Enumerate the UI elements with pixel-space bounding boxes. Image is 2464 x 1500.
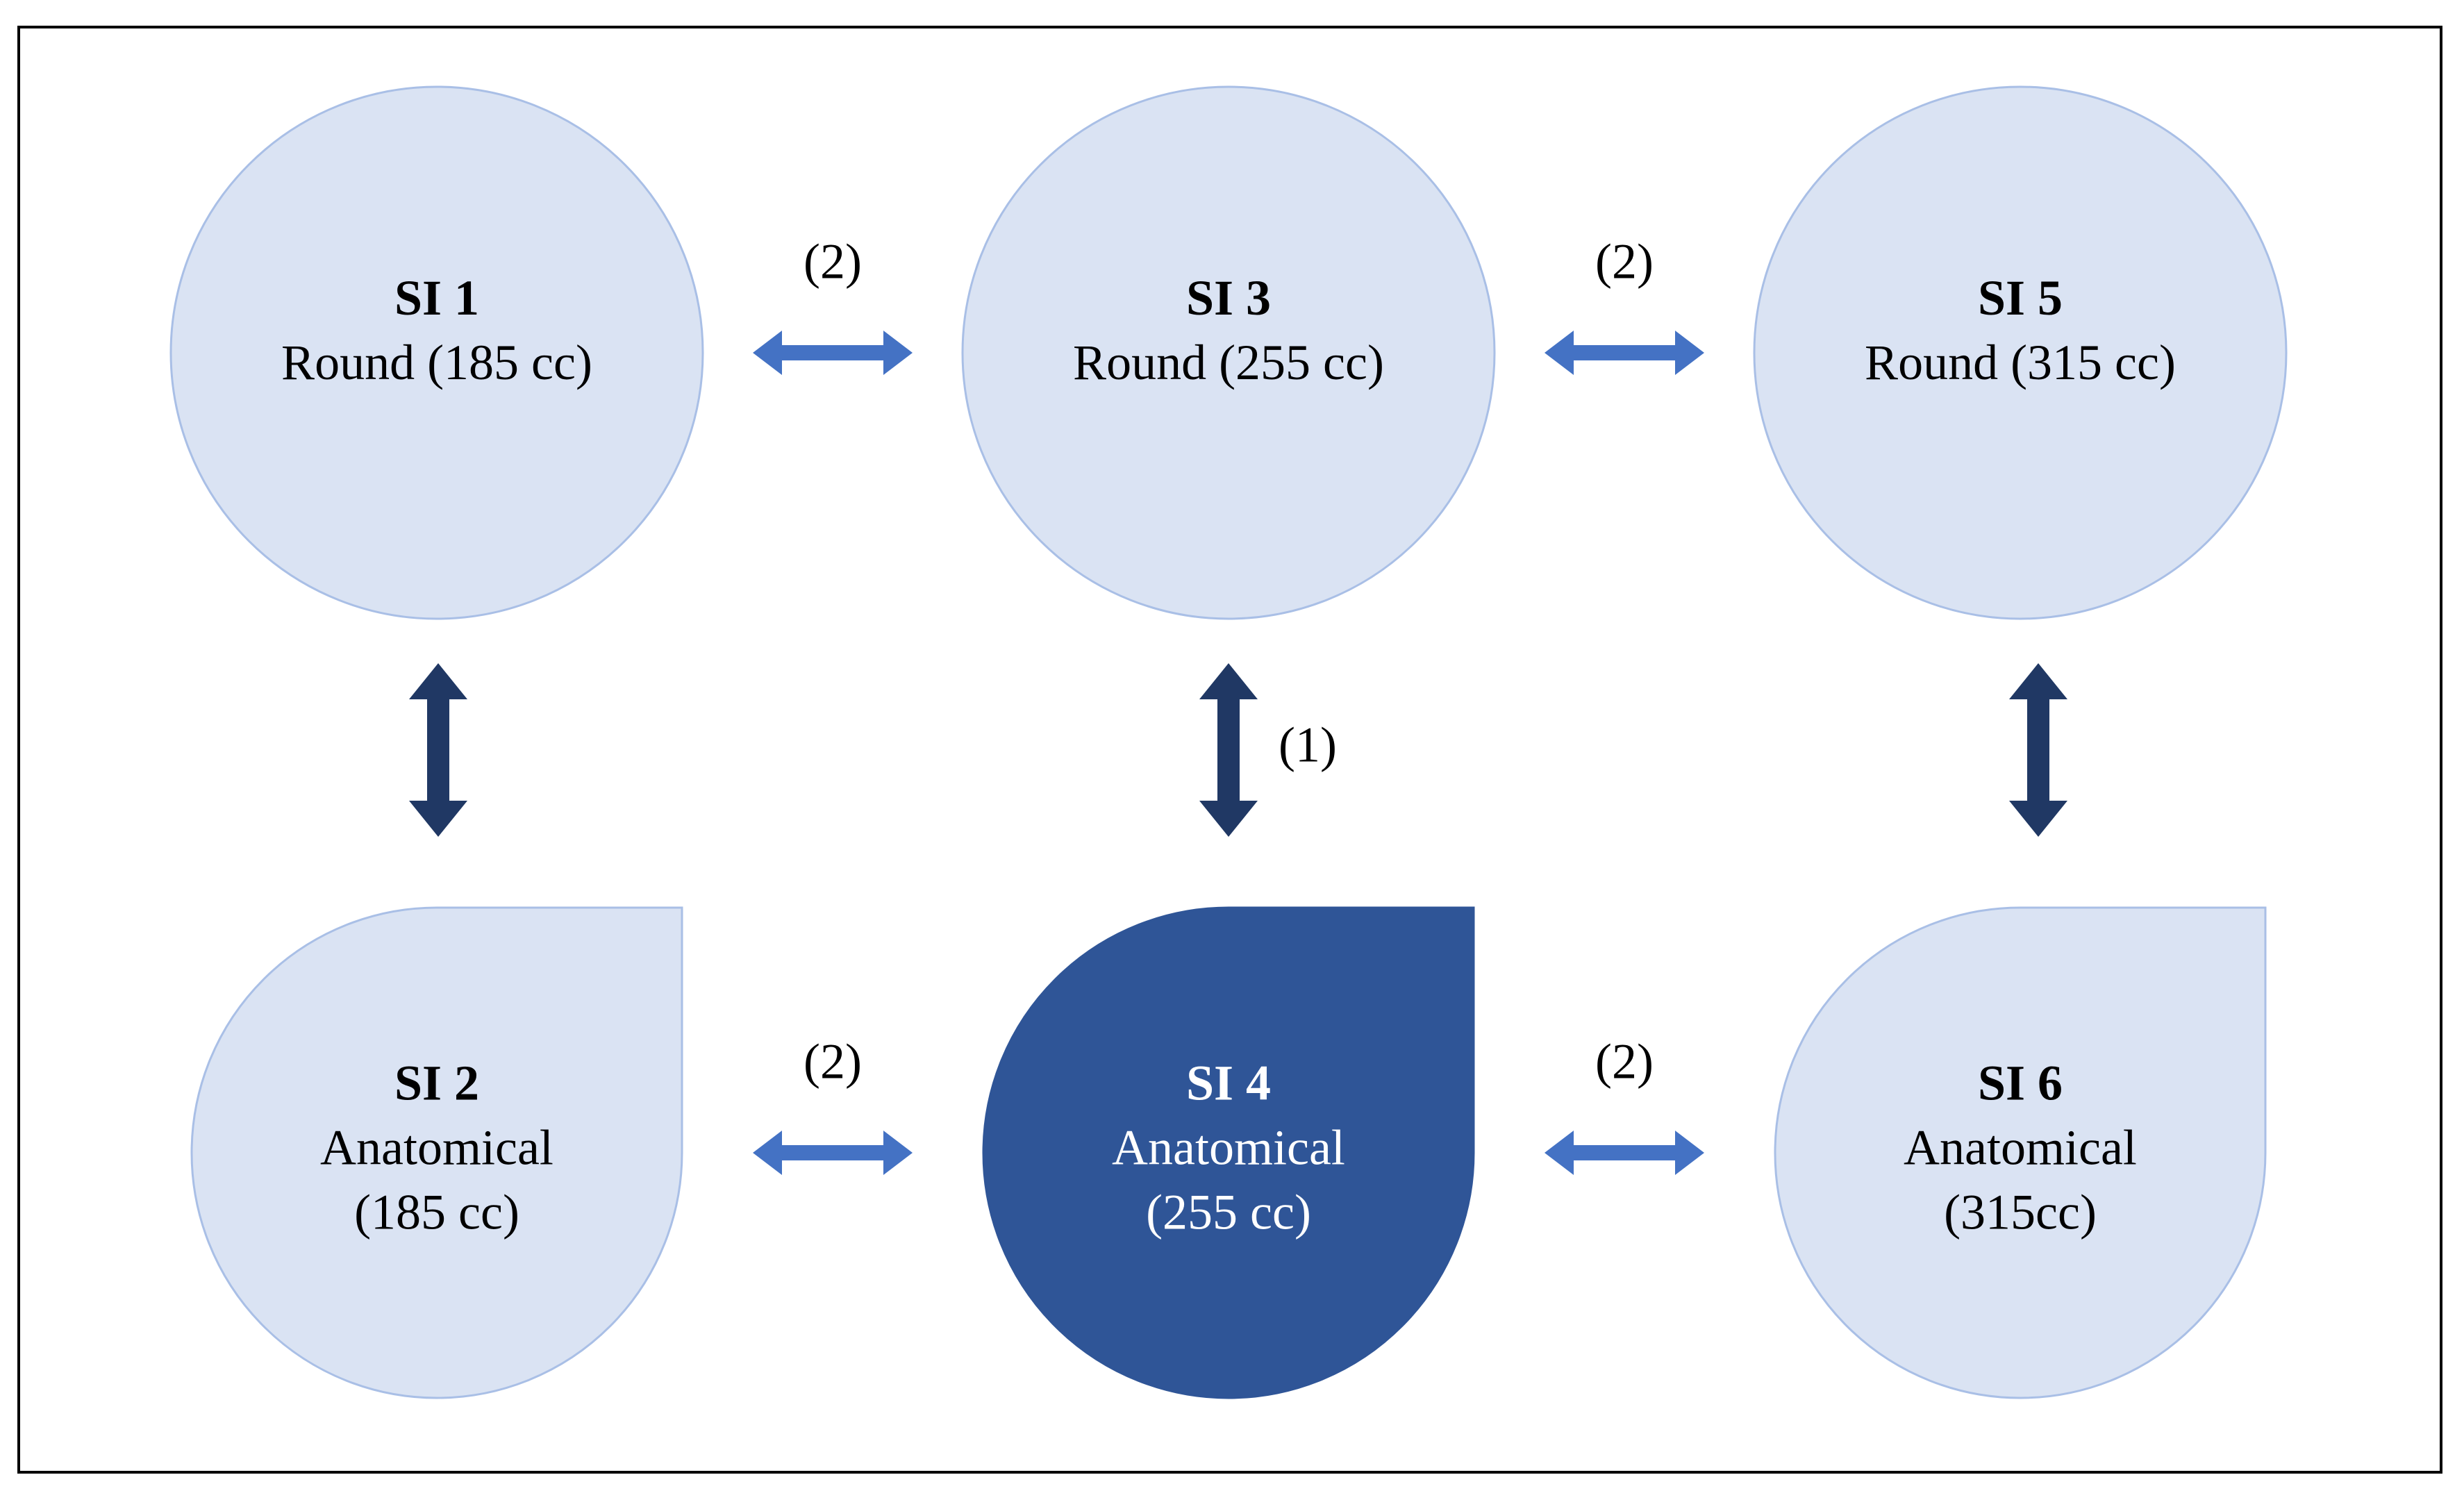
edge-label: (2)	[804, 1034, 862, 1090]
node-title: SI 3	[1186, 270, 1271, 326]
round-implant-shape	[169, 85, 704, 620]
edge-label: (1)	[1279, 717, 1337, 773]
edge-label: (2)	[1595, 234, 1654, 290]
edge-label: (2)	[804, 234, 862, 290]
double-arrow-horizontal	[753, 331, 913, 375]
node-title: SI 5	[1978, 270, 2063, 326]
node-description: Anatomical	[1904, 1120, 2137, 1176]
node-description: Anatomical	[1112, 1120, 1345, 1176]
edge-si1-si3: (2)	[753, 234, 913, 375]
round-implant-shape	[961, 85, 1496, 620]
node-title: SI 4	[1186, 1056, 1271, 1111]
node-title: SI 1	[394, 270, 479, 326]
node-si-1: SI 1 Round (185 cc)	[169, 85, 704, 620]
round-implant-shape	[1753, 85, 2288, 620]
anatomical-implant-shape	[1774, 906, 2267, 1399]
node-description: (185 cc)	[354, 1185, 519, 1240]
edge-si3-si4: (1)	[1199, 663, 1337, 837]
node-title: SI 6	[1978, 1056, 2063, 1111]
edge-si5-si6	[2009, 663, 2067, 837]
double-arrow-vertical	[1199, 663, 1258, 837]
double-arrow-horizontal	[753, 1131, 913, 1175]
node-description: Round (315 cc)	[1865, 335, 2176, 390]
node-si-5: SI 5 Round (315 cc)	[1753, 85, 2288, 620]
node-si-6: SI 6 Anatomical (315cc)	[1774, 906, 2267, 1399]
node-description: Round (255 cc)	[1073, 335, 1384, 390]
edge-si1-si2	[409, 663, 467, 837]
edge-si3-si5: (2)	[1545, 234, 1704, 375]
node-description: Anatomical	[320, 1120, 553, 1176]
node-description: Round (185 cc)	[281, 335, 592, 390]
edge-label: (2)	[1595, 1034, 1654, 1090]
anatomical-implant-shape	[190, 906, 683, 1399]
double-arrow-horizontal	[1545, 331, 1704, 375]
node-description: (315cc)	[1944, 1185, 2097, 1240]
double-arrow-horizontal	[1545, 1131, 1704, 1175]
double-arrow-vertical	[2009, 663, 2067, 837]
node-si-2: SI 2 Anatomical (185 cc)	[190, 906, 683, 1399]
node-description: (255 cc)	[1146, 1185, 1311, 1240]
nodes: SI 1 Round (185 cc) SI 2 Anatomical (185 cc)…	[169, 85, 2288, 1399]
anatomical-implant-shape	[982, 906, 1475, 1399]
node-si-3: SI 3 Round (255 cc)	[961, 85, 1496, 620]
node-si-4: SI 4 Anatomical (255 cc)	[982, 906, 1475, 1399]
double-arrow-vertical	[409, 663, 467, 837]
edge-si4-si6: (2)	[1545, 1034, 1704, 1175]
edges: (2) (2) (2) (2) (1)	[409, 234, 2067, 1175]
edge-si2-si4: (2)	[753, 1034, 913, 1175]
node-title: SI 2	[394, 1056, 479, 1111]
